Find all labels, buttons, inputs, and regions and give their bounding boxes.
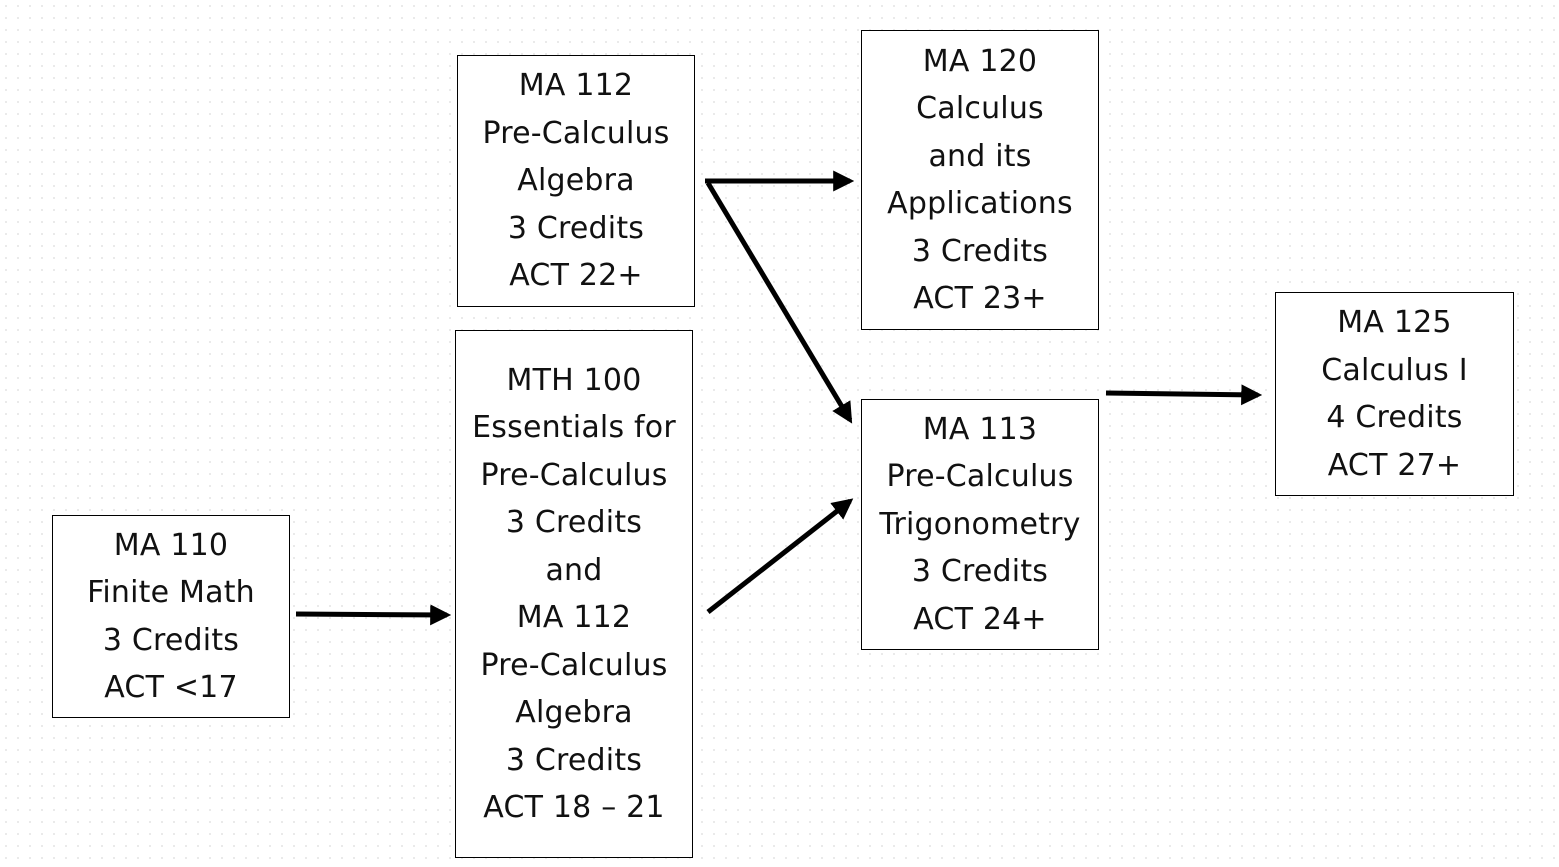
arrow-ma112-to-ma113 [705,181,853,424]
course-credits: 4 Credits [1326,400,1463,435]
course-title: Trigonometry [879,506,1081,542]
course-credits: 3 Credits [102,622,240,658]
course-title: Applications [887,186,1073,221]
course-title: Calculus [916,91,1044,126]
course-act: ACT 27+ [1327,447,1462,483]
course-credits: 3 Credits [911,233,1049,269]
course-act: ACT 22+ [509,258,643,294]
course-code: MA 112 [518,68,634,104]
course-code: MA 125 [1337,305,1452,340]
course-box-ma110: MA 110 Finite Math 3 Credits ACT <17 [52,515,290,718]
course-code: MTH 100 [506,362,642,398]
course-code: MA 110 [113,527,229,563]
course-act: ACT <17 [104,670,238,705]
course-act: ACT 24+ [913,601,1047,637]
course-code: MA 113 [922,411,1038,447]
course-act: ACT 23+ [913,281,1047,316]
course-credits: 3 Credits [507,210,645,246]
course-title: Calculus I [1321,352,1468,388]
conjunction-text: and [545,552,603,588]
course-title: Algebra [515,695,633,730]
course-credits: 3 Credits [505,505,643,540]
arrow-ma113-to-ma125 [1105,384,1263,406]
course-box-ma113: MA 113 Pre-Calculus Trigonometry 3 Credi… [861,399,1099,650]
course-box-ma120: MA 120 Calculus and its Applications 3 C… [861,30,1099,330]
course-code: MA 120 [922,43,1038,79]
arrow-ma110-to-mth100 [295,604,452,626]
course-title: and its [928,138,1032,174]
course-title: Algebra [517,163,635,199]
course-title: Pre-Calculus [482,115,670,151]
course-box-mth100-ma112: MTH 100 Essentials for Pre-Calculus 3 Cr… [455,330,693,858]
course-credits: 3 Credits [505,742,643,778]
course-box-ma112: MA 112 Pre-Calculus Algebra 3 Credits AC… [457,55,695,307]
course-code: MA 112 [516,600,632,635]
course-box-ma125: MA 125 Calculus I 4 Credits ACT 27+ [1275,292,1514,496]
course-act: ACT 18 – 21 [483,790,665,825]
course-credits: 3 Credits [911,554,1049,590]
arrow-mth100-to-ma113 [706,498,854,614]
course-title: Pre-Calculus [480,647,668,683]
course-title: Pre-Calculus [480,457,668,493]
course-title: Finite Math [87,575,255,610]
course-title: Pre-Calculus [886,459,1074,495]
course-title: Essentials for [472,410,676,445]
